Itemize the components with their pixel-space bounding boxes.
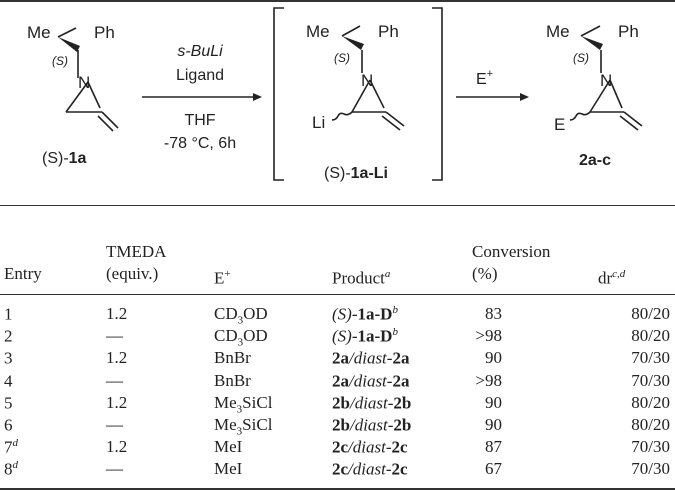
tmeda-cell: 1.2: [106, 393, 128, 412]
product-stereo-label: (S): [573, 51, 589, 65]
header-tmeda: TMEDA: [106, 242, 167, 261]
reactant-structure: [57, 27, 119, 132]
tmeda-cell: —: [106, 326, 123, 345]
product-cell: 2b/diast-2b: [332, 393, 412, 413]
header-conversion-unit: (%): [472, 264, 498, 283]
product-cell: 2a/diast-2a: [332, 371, 410, 391]
electrophile-cell: Me3SiCl: [214, 393, 273, 416]
product-label: 2a-c: [579, 152, 611, 169]
ligand-label: Ligand: [176, 67, 224, 84]
dr-cell: 70/30: [631, 459, 670, 478]
product-me-label: Me: [546, 22, 570, 41]
reaction-arrow-2: [456, 93, 529, 101]
header-dr: drc,d: [598, 268, 626, 288]
dr-cell: 70/30: [631, 437, 670, 456]
header-tmeda-unit: (equiv.): [106, 264, 159, 283]
electrophile-cell: CD3OD: [214, 326, 268, 349]
tmeda-cell: 1.2: [106, 437, 128, 456]
reactant-n-label: N: [78, 73, 90, 92]
product-cell: 2b/diast-2b: [332, 415, 412, 435]
intermediate-structure: [331, 25, 405, 131]
electrophile-cell: BnBr: [214, 348, 251, 367]
intermediate-li-label: Li: [312, 113, 325, 132]
entry-cell: 3: [4, 348, 13, 368]
intermediate-label: (S)-1a-Li: [324, 165, 388, 182]
header-product: Producta: [332, 268, 391, 288]
electrophile-cell: Me3SiCl: [214, 415, 273, 438]
header-conversion: Conversion: [472, 242, 551, 261]
conversion-cell: >98: [475, 371, 502, 390]
entry-cell: 6: [4, 415, 13, 435]
dr-cell: 70/30: [631, 371, 670, 390]
tmeda-cell: —: [106, 415, 123, 434]
product-cell: (S)-1a-Db: [332, 326, 398, 346]
intermediate-brackets: [273, 7, 443, 181]
electrophile-label: E+: [476, 68, 493, 88]
dr-cell: 80/20: [631, 326, 670, 345]
header-divider: [0, 294, 675, 295]
conditions-label: -78 °C, 6h: [164, 135, 236, 152]
product-ph-label: Ph: [618, 22, 639, 41]
product-cell: 2a/diast-2a: [332, 348, 410, 368]
tmeda-cell: —: [106, 371, 123, 390]
product-cell: 2c/diast-2c: [332, 459, 408, 479]
entry-cell: 8d: [4, 459, 18, 479]
intermediate-me-label: Me: [306, 22, 330, 41]
scheme-divider: [0, 205, 675, 206]
conversion-cell: 87: [485, 437, 502, 456]
entry-cell: 4: [4, 371, 13, 391]
header-electrophile: E+: [214, 268, 231, 288]
top-rule: [0, 0, 675, 2]
conversion-cell: 67: [485, 459, 502, 478]
header-entry: Entry: [4, 264, 42, 283]
entry-cell: 5: [4, 393, 13, 413]
entry-cell: 1: [4, 304, 13, 324]
tmeda-cell: 1.2: [106, 348, 128, 367]
tmeda-cell: —: [106, 459, 123, 478]
product-cell: (S)-1a-Db: [332, 304, 398, 324]
reactant-label: (S)-1a: [42, 150, 87, 167]
conversion-cell: 90: [485, 393, 502, 412]
bottom-rule: [0, 488, 675, 490]
reactant-me-label: Me: [27, 23, 51, 42]
electrophile-cell: MeI: [214, 437, 243, 456]
tmeda-cell: 1.2: [106, 304, 128, 323]
product-e-label: E: [554, 115, 565, 134]
solvent-label: THF: [184, 112, 215, 129]
intermediate-n-label: N: [361, 71, 373, 90]
product-n-label: N: [600, 71, 612, 90]
electrophile-cell: CD3OD: [214, 304, 268, 327]
electrophile-cell: MeI: [214, 459, 243, 478]
electrophile-cell: BnBr: [214, 371, 251, 390]
product-cell: 2c/diast-2c: [332, 437, 408, 457]
dr-cell: 70/30: [631, 348, 670, 367]
product-structure: [569, 25, 643, 131]
entry-cell: 2: [4, 326, 13, 346]
dr-cell: 80/20: [631, 304, 670, 323]
reaction-scheme: Me Ph (S) N (S)-1a s-BuLi Ligand THF -78…: [27, 7, 643, 182]
conversion-cell: 90: [485, 415, 502, 434]
conversion-cell: >98: [475, 326, 502, 345]
dr-cell: 80/20: [631, 393, 670, 412]
dr-cell: 80/20: [631, 415, 670, 434]
intermediate-ph-label: Ph: [378, 22, 399, 41]
reactant-ph-label: Ph: [94, 23, 115, 42]
reaction-arrow-1: [142, 93, 262, 101]
entry-cell: 7d: [4, 437, 18, 457]
reagent-label: s-BuLi: [177, 43, 223, 60]
conversion-cell: 90: [485, 348, 502, 367]
conversion-cell: 83: [485, 304, 502, 323]
intermediate-stereo-label: (S): [334, 51, 350, 65]
reactant-stereo-label: (S): [52, 54, 68, 68]
